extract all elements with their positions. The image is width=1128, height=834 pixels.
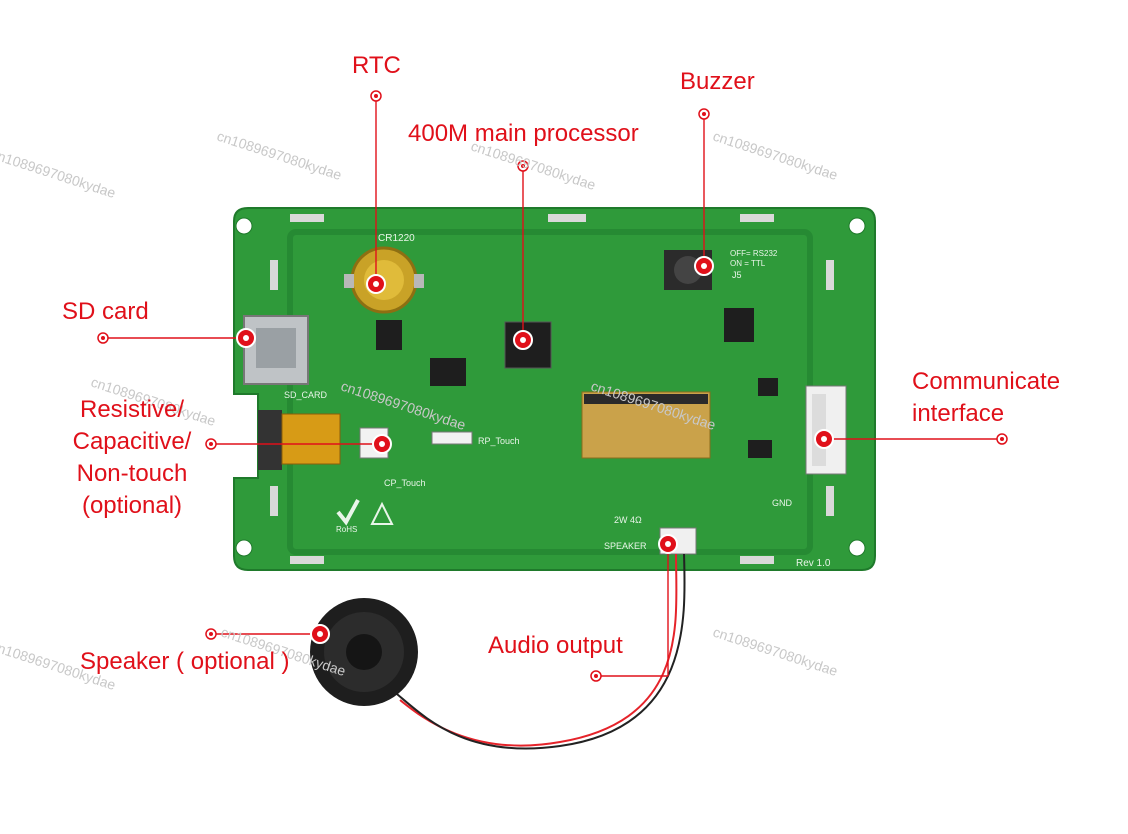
callout-markers xyxy=(97,90,1008,682)
marker-touch-label xyxy=(205,438,217,450)
jumper-note-2: ON = TTL xyxy=(730,259,766,268)
marker-comm-label xyxy=(996,433,1008,445)
ic-chip xyxy=(748,440,772,458)
speaker-spec-label: 2W 4Ω xyxy=(614,515,642,525)
communicate-interface-line-1: Communicate xyxy=(912,368,1061,395)
marker-processor xyxy=(513,330,533,350)
touch-option-label: Resistive/ Capacitive/ Non-touch (option… xyxy=(64,394,200,522)
speaker-wire-black xyxy=(391,553,686,750)
resistive-touch-label: RP_Touch xyxy=(478,436,520,446)
sd-slot-label: SD_CARD xyxy=(284,390,328,400)
speaker-label: Speaker ( optional ) xyxy=(80,648,290,675)
touch-option-line-4: (optional) xyxy=(81,492,183,519)
jumper-ref: J5 xyxy=(732,270,742,280)
communicate-interface-label: Communicate interface xyxy=(912,366,1060,430)
main-processor-label: 400M main processor xyxy=(408,120,639,147)
marker-sd-label xyxy=(97,332,109,344)
ic-chip xyxy=(376,320,402,350)
touch-option-line-3: Non-touch xyxy=(76,460,188,487)
pcb-board xyxy=(233,207,876,571)
marker-rtc-label xyxy=(370,90,382,102)
watermark-text: cn1089697080kydae xyxy=(215,128,344,183)
marker-comm xyxy=(814,429,834,449)
battery-label: CR1220 xyxy=(378,233,415,244)
marker-processor-label xyxy=(517,160,529,172)
rohs-label: RoHS xyxy=(336,525,357,534)
resistive-touch-connector xyxy=(431,431,473,445)
buzzer-label: Buzzer xyxy=(680,68,755,95)
ic-chip xyxy=(724,308,754,342)
watermark-text: cn1089697080kydae xyxy=(711,624,840,679)
sd-card-slot xyxy=(243,315,309,385)
marker-touch xyxy=(372,434,392,454)
touch-option-line-2: Capacitive/ xyxy=(72,428,192,455)
watermark-text: cn1089697080kydae xyxy=(0,146,118,201)
rtc-label: RTC xyxy=(352,52,401,79)
jumper-note-1: OFF= RS232 xyxy=(730,249,778,258)
speaker-port-label: SPEAKER xyxy=(604,541,647,551)
communicate-interface-line-2: interface xyxy=(912,400,1005,427)
marker-audio xyxy=(658,534,678,554)
marker-buzzer-label xyxy=(698,108,710,120)
marker-buzzer xyxy=(694,256,714,276)
marker-rtc xyxy=(366,274,386,294)
capacitive-touch-label: CP_Touch xyxy=(384,478,426,488)
marker-sd xyxy=(236,328,256,348)
speaker-device xyxy=(310,598,418,706)
watermark-text: cn1089697080kydae xyxy=(711,128,840,183)
revision-label: Rev 1.0 xyxy=(796,558,831,569)
ic-chip xyxy=(758,378,778,396)
rohs-mark xyxy=(336,499,394,526)
audio-output-label: Audio output xyxy=(488,632,623,659)
touch-option-line-1: Resistive/ xyxy=(79,396,185,423)
callout-leaders xyxy=(103,96,1002,677)
marker-audio-label xyxy=(590,670,602,682)
ground-label: GND xyxy=(772,498,793,508)
lcd-flex-connector xyxy=(581,391,711,459)
ic-chip xyxy=(430,358,466,386)
marker-speaker-label xyxy=(205,628,217,640)
sd-card-label: SD card xyxy=(62,298,149,325)
marker-speaker xyxy=(310,624,330,644)
